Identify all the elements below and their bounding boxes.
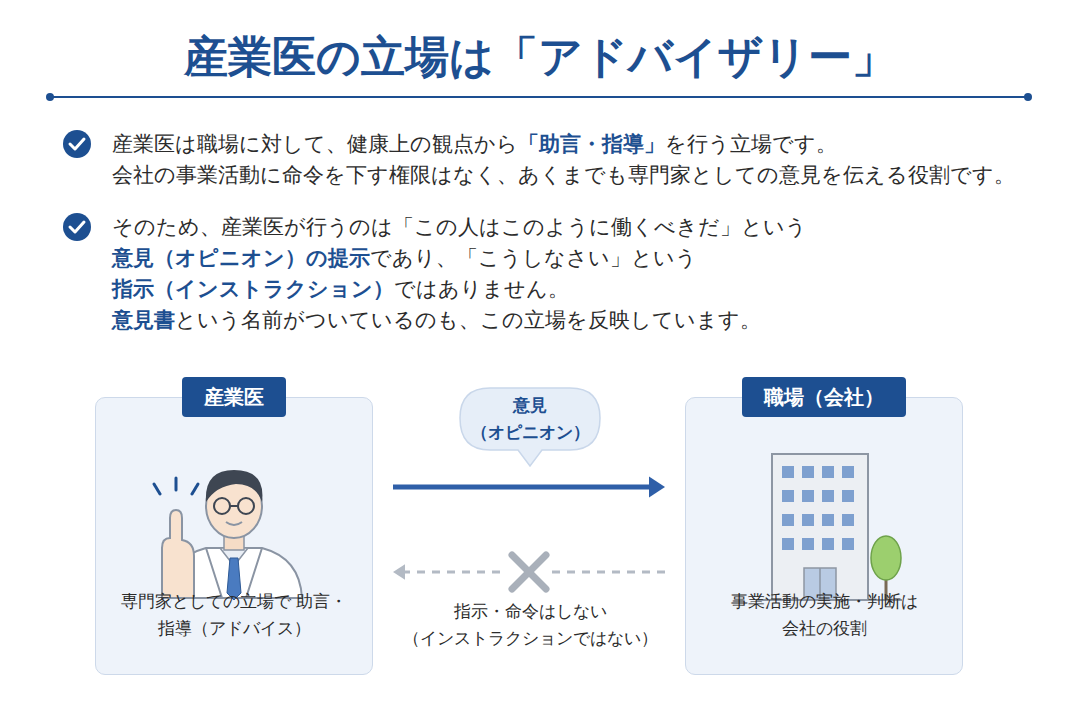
heading-tab: 産業医 xyxy=(182,377,286,417)
box-text: 専門家としての立場で 助言・指導（アドバイス） xyxy=(106,588,362,642)
heading-tab: 職場（会社） xyxy=(742,377,906,417)
paragraph-line: 会社の事業活動に命令を下す権限はなく、あくまでも専門家としての意見を伝える役割で… xyxy=(112,160,1015,190)
highlighted-text: 意見（オピニオン）の提示 xyxy=(112,246,370,270)
box-text: 事業活動の実施・判断は 会社の役割 xyxy=(696,588,952,642)
paragraph-line: 意見書という名前がついているのも、この立場を反映しています。 xyxy=(112,305,761,335)
highlighted-text: 「助言・指導」 xyxy=(518,132,665,156)
paragraph-line: 意見（オピニオン）の提示であり、「こうしなさい」という xyxy=(112,243,697,273)
doctor-panel: 産業医専門家としての立場で 助言・指導（アドバイス） xyxy=(95,397,373,675)
body-text: という名前がついているのも、この立場を反映しています。 xyxy=(175,308,761,332)
body-text: 会社の事業活動に命令を下す権限はなく、あくまでも専門家としての意見を伝える役割で… xyxy=(112,163,1015,187)
edge-label: 意見 （オピニオン） xyxy=(465,392,595,446)
paragraph-line: 指示（インストラクション）ではありません。 xyxy=(112,274,569,304)
body-text: であり、「こうしなさい」という xyxy=(370,246,697,270)
paragraph-line: そのため、産業医が行うのは「この人はこのように働くべきだ」という xyxy=(112,212,807,242)
connector-arrow xyxy=(393,477,665,498)
check-icon xyxy=(63,130,91,158)
body-text: を行う立場です。 xyxy=(665,132,837,156)
title: 産業医の立場は「アドバイザリー」 xyxy=(0,28,1080,87)
company-panel: 職場（会社）事業活動の実施・判断は 会社の役割 xyxy=(685,397,963,675)
edge-label: 指示・命令はしない （インストラクションではない） xyxy=(400,598,660,652)
body-text: 産業医は職場に対して、健康上の観点から xyxy=(112,132,518,156)
check-icon xyxy=(63,213,91,241)
paragraph-line: 産業医は職場に対して、健康上の観点から「助言・指導」を行う立場です。 xyxy=(112,129,837,159)
body-text: ではありません。 xyxy=(394,277,569,301)
speech-bubble xyxy=(460,388,600,466)
title-rule xyxy=(46,93,1032,101)
connector-arrow xyxy=(393,549,665,595)
highlighted-text: 指示（インストラクション） xyxy=(112,277,394,301)
body-text: そのため、産業医が行うのは「この人はこのように働くべきだ」という xyxy=(112,215,807,239)
highlighted-text: 意見書 xyxy=(112,308,175,332)
